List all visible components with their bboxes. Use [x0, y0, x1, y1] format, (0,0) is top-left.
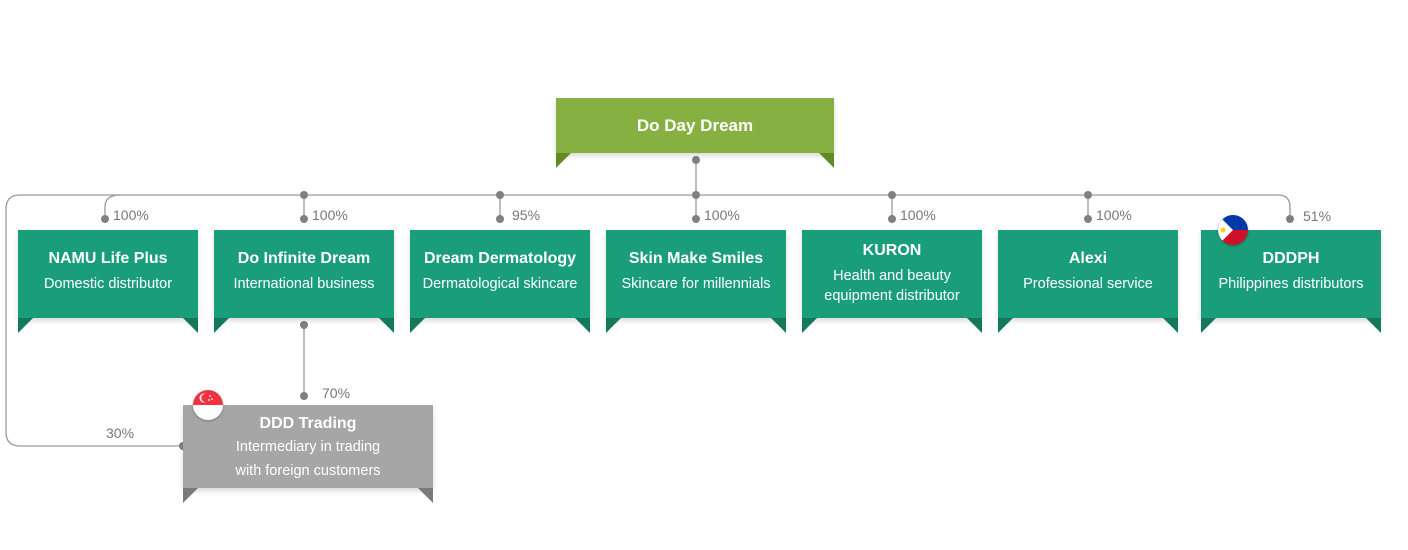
company-name: NAMU Life Plus	[48, 250, 168, 267]
ownership-pct: 95%	[512, 207, 541, 223]
ownership-pct: 70%	[322, 385, 351, 401]
company-desc: Philippines distributors	[1218, 276, 1364, 292]
ownership-pct: 100%	[113, 207, 149, 223]
company-desc: Professional service	[1023, 276, 1153, 292]
philippines-flag-icon	[1218, 215, 1248, 245]
root-company-name: Do Day Dream	[636, 116, 754, 135]
company-card-ddd-trading[interactable]: DDD Trading Intermediary in trading with…	[183, 405, 433, 503]
company-name: KURON	[862, 242, 922, 259]
company-desc: Dermatological skincare	[422, 276, 578, 292]
ownership-pct: 100%	[900, 207, 936, 223]
connector-dot	[692, 156, 700, 164]
company-name: DDDPH	[1262, 250, 1320, 267]
singapore-flag-icon	[193, 390, 223, 420]
company-name: Skin Make Smiles	[628, 250, 764, 267]
company-card-kuron[interactable]: KURON Health and beauty equipment distrib…	[802, 230, 982, 333]
ownership-pct: 100%	[704, 207, 740, 223]
root-company-box[interactable]: Do Day Dream	[556, 98, 834, 168]
company-name: Do Infinite Dream	[237, 250, 371, 267]
ownership-pct: 100%	[312, 207, 348, 223]
company-name: Alexi	[1068, 250, 1108, 267]
company-desc-line2: with foreign customers	[235, 463, 381, 479]
ownership-pct: 51%	[1303, 208, 1332, 224]
company-name: DDD Trading	[259, 415, 357, 432]
ownership-pct: 30%	[106, 425, 135, 441]
company-desc: Health and beauty equipment distributor	[824, 268, 960, 304]
company-desc: Domestic distributor	[43, 276, 173, 292]
company-desc: International business	[233, 276, 375, 292]
company-desc: Skincare for millennials	[621, 276, 771, 292]
company-name: Dream Dermatology	[423, 250, 577, 267]
ownership-pct: 100%	[1096, 207, 1132, 223]
company-desc-line1: Intermediary in trading	[235, 439, 381, 455]
